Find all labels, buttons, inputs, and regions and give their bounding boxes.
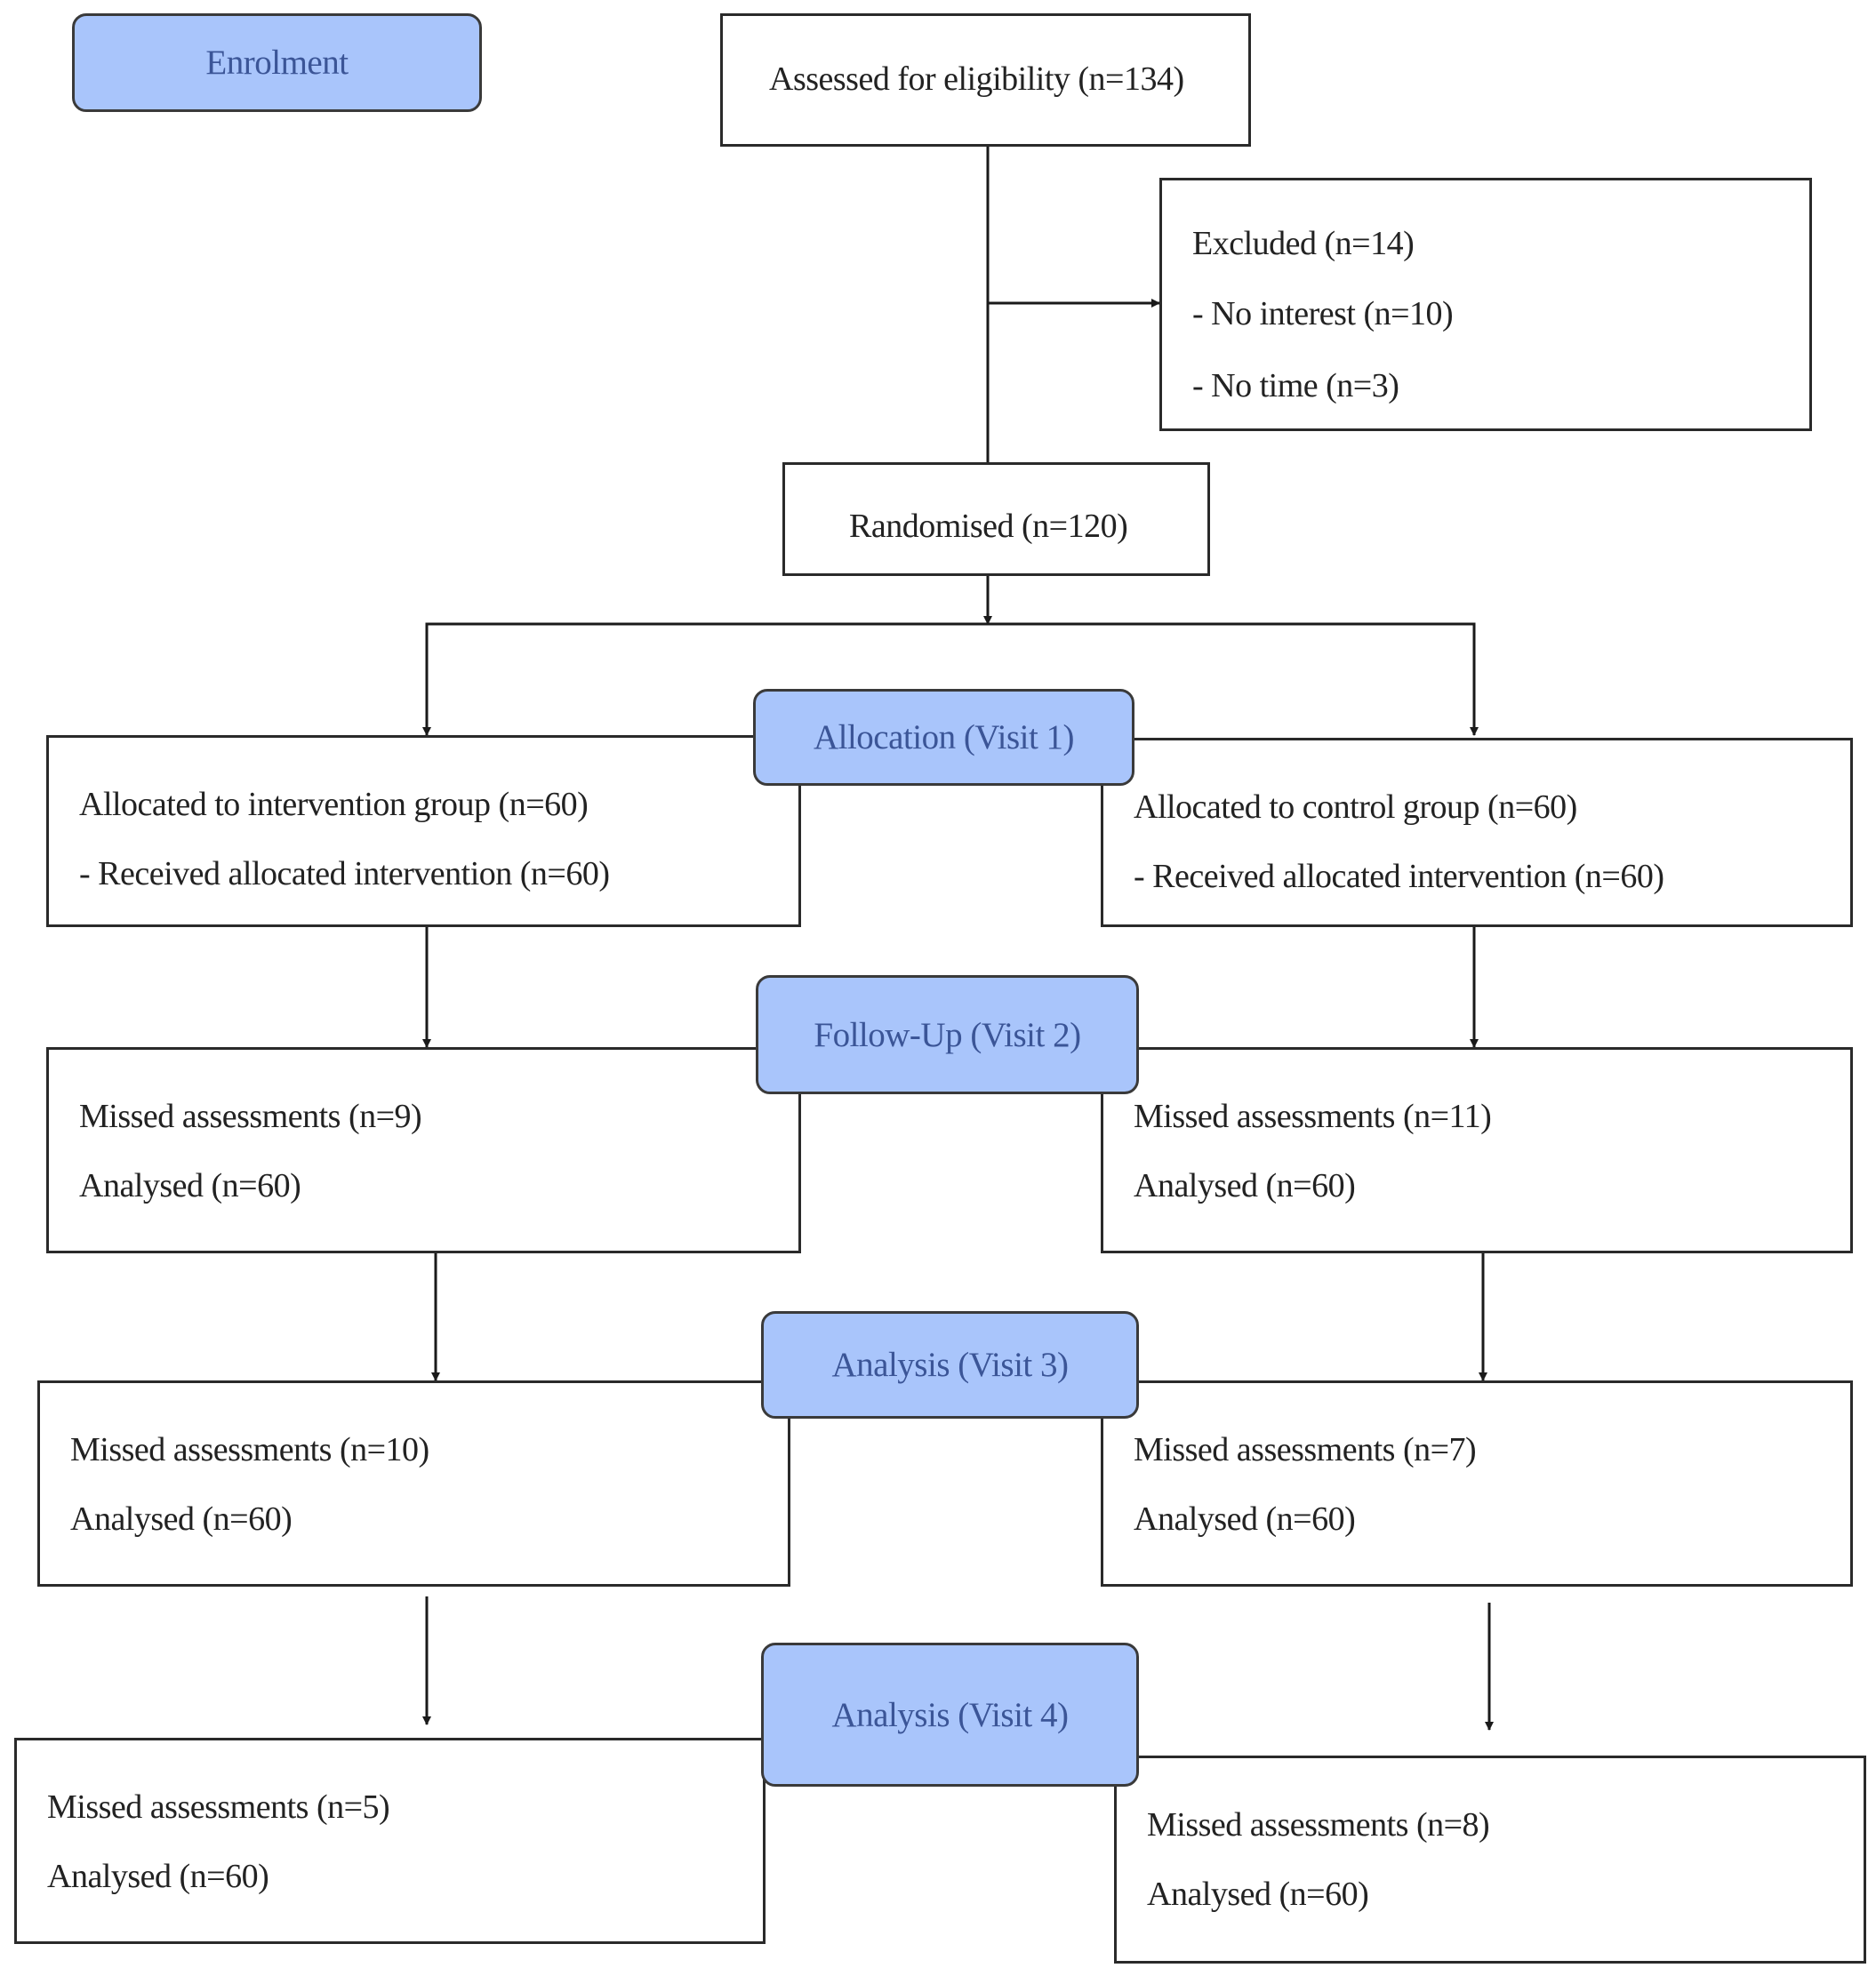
follow-up-stage-text: Follow-Up (Visit 2) (814, 1015, 1081, 1054)
control-visit3-analysed: Analysed (n=60) (1134, 1500, 1356, 1538)
control-visit4-analysed: Analysed (n=60) (1147, 1876, 1369, 1913)
allocation-stage-text: Allocation (Visit 1) (813, 718, 1075, 756)
excluded-box: Excluded (n=14) - No interest (n=10) - N… (1159, 178, 1812, 431)
control-visit2-missed: Missed assessments (n=11) (1134, 1098, 1492, 1135)
analysis-visit4-stage-label: Analysis (Visit 4) (761, 1643, 1139, 1787)
control-visit3-box: Missed assessments (n=7) Analysed (n=60) (1101, 1380, 1853, 1587)
control-allocated-text: Allocated to control group (n=60) (1134, 788, 1577, 826)
randomised-text: Randomised (n=120) (849, 508, 1128, 545)
intervention-allocation-box: Allocated to intervention group (n=60) -… (46, 735, 801, 927)
excluded-reason-interest: - No interest (n=10) (1192, 295, 1454, 332)
enrolment-stage-text: Enrolment (205, 44, 349, 82)
excluded-reason-time: - No time (n=3) (1192, 367, 1399, 404)
control-visit4-box: Missed assessments (n=8) Analysed (n=60) (1114, 1756, 1866, 1964)
intervention-visit4-analysed: Analysed (n=60) (47, 1858, 269, 1895)
analysis-visit3-stage-label: Analysis (Visit 3) (761, 1311, 1139, 1419)
control-visit2-box: Missed assessments (n=11) Analysed (n=60… (1101, 1047, 1853, 1253)
intervention-received-text: - Received allocated intervention (n=60) (79, 855, 610, 892)
control-visit2-analysed: Analysed (n=60) (1134, 1167, 1356, 1204)
intervention-visit2-box: Missed assessments (n=9) Analysed (n=60) (46, 1047, 801, 1253)
intervention-visit4-box: Missed assessments (n=5) Analysed (n=60) (14, 1738, 766, 1944)
enrolment-stage-label: Enrolment (72, 13, 482, 112)
control-visit3-missed: Missed assessments (n=7) (1134, 1431, 1477, 1468)
allocation-stage-label: Allocation (Visit 1) (753, 689, 1134, 786)
control-visit4-missed: Missed assessments (n=8) (1147, 1806, 1490, 1844)
intervention-visit2-analysed: Analysed (n=60) (79, 1167, 301, 1204)
analysis-visit4-stage-text: Analysis (Visit 4) (831, 1695, 1069, 1734)
analysis-visit3-stage-text: Analysis (Visit 3) (831, 1346, 1069, 1384)
allocation-split-line (425, 622, 1476, 735)
intervention-visit3-analysed: Analysed (n=60) (70, 1500, 293, 1538)
intervention-visit4-missed: Missed assessments (n=5) (47, 1788, 390, 1826)
intervention-visit3-box: Missed assessments (n=10) Analysed (n=60… (37, 1380, 790, 1587)
intervention-visit2-missed: Missed assessments (n=9) (79, 1098, 422, 1135)
intervention-visit3-missed: Missed assessments (n=10) (70, 1431, 429, 1468)
assessed-text: Assessed for eligibility (n=134) (769, 60, 1184, 98)
control-allocation-box: Allocated to control group (n=60) - Rece… (1101, 738, 1853, 927)
assessed-box: Assessed for eligibility (n=134) (720, 13, 1251, 147)
control-received-text: - Received allocated intervention (n=60) (1134, 858, 1664, 895)
excluded-title: Excluded (n=14) (1192, 225, 1415, 262)
intervention-allocated-text: Allocated to intervention group (n=60) (79, 786, 589, 823)
follow-up-stage-label: Follow-Up (Visit 2) (756, 975, 1139, 1094)
randomised-box: Randomised (n=120) (782, 462, 1210, 576)
